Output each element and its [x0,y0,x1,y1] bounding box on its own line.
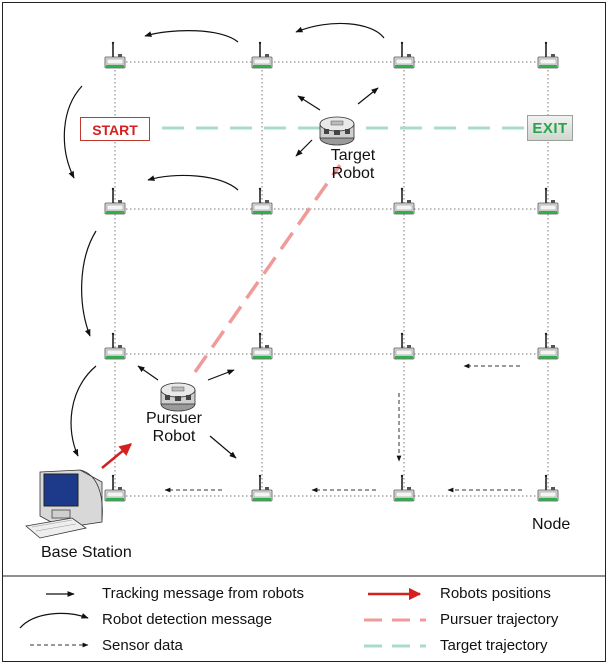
grid-lines [114,61,549,497]
target-robot-icon [319,116,355,146]
sensor-node [537,187,559,215]
robot-detection-arrows [63,22,385,457]
target-robot-label: Target Robot [329,147,377,183]
pursuer-trajectory [193,163,342,374]
target-robot-label-line1: Target [330,147,376,164]
robots-position-arrow [101,443,132,469]
sensor-node [104,40,126,69]
pursuer-robot-label: Pursuer Robot [142,410,206,446]
pursuer-robot-icon [160,382,196,412]
sensor-node [104,187,126,215]
tracking-arrows-pursuer [137,365,237,459]
sensor-node [251,40,273,69]
sensor-node [251,331,273,360]
sensor-node [393,331,415,360]
sensor-node [251,187,273,215]
pursuer-robot-label-line1: Pursuer [145,410,203,427]
sensor-node [537,331,559,360]
base-station-computer-icon [25,469,103,539]
sensor-node [393,187,415,215]
base-station-label: Base Station [41,544,132,561]
legend-robots-positions: Robots positions [440,585,551,602]
exit-sign: EXIT [527,115,573,141]
pursuer-robot-label-line2: Robot [152,428,196,445]
node-label: Node [532,516,571,533]
sensor-node [393,40,415,69]
sensor-data-arrows [164,363,522,493]
target-robot-label-line2: Robot [331,165,375,182]
sensor-node [104,331,126,360]
sensor-node [537,40,559,69]
legend-target-trajectory: Target trajectory [440,637,548,654]
legend-sensor-data: Sensor data [102,637,183,654]
legend-tracking-message: Tracking message from robots [102,585,305,602]
legend-robot-detection: Robot detection message [102,611,273,628]
legend-pursuer-trajectory: Pursuer trajectory [440,611,559,628]
start-sign: START [80,117,150,141]
tracking-arrows-target [295,87,379,157]
legend-symbols [19,587,426,648]
